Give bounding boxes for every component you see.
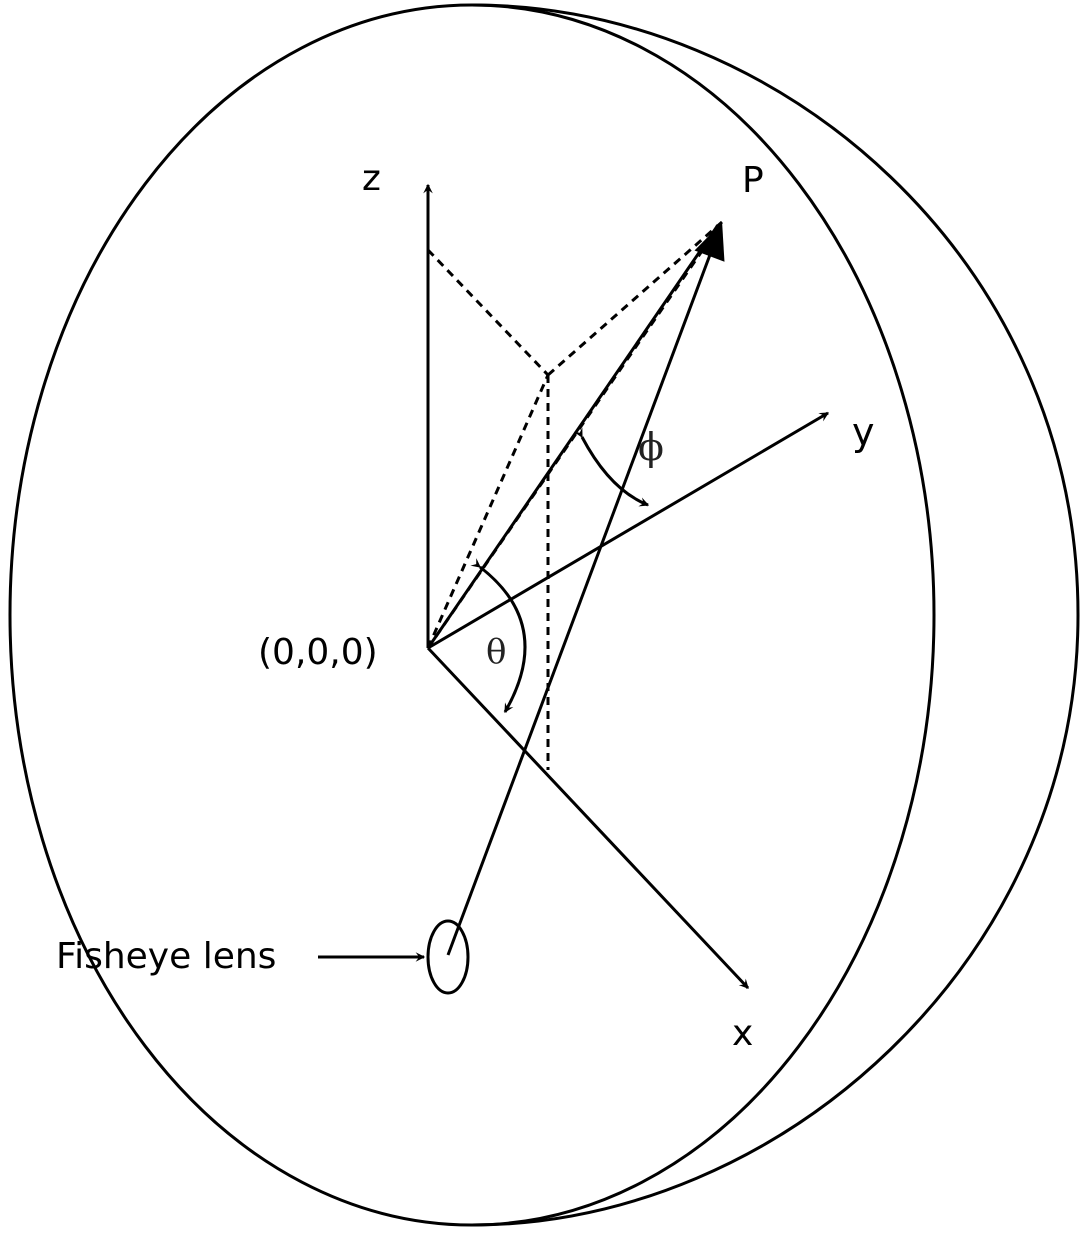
dash-origin-to-corner [426,374,550,649]
axis-x-label: x [732,1013,753,1054]
x-axis [426,646,750,990]
dome-back-edge [471,3,1080,1227]
axis-y-label: y [852,410,875,454]
angle-theta-label: θ [486,632,506,672]
lens-label: Fisheye lens [56,936,276,977]
y-axis [427,411,830,650]
angle-phi-label: ϕ [638,425,664,469]
fisheye-lens [318,919,470,995]
dash-corner-to-p [547,220,723,377]
theta-arc [470,558,527,714]
dash-z-to-corner [426,248,550,377]
coordinate-axes [423,183,830,990]
axis-z-label: z [362,158,381,199]
vector-origin-to-p [426,224,720,649]
projection-lines [426,220,724,770]
hemisphere-dome [8,3,1080,1227]
origin-label: (0,0,0) [258,632,378,673]
point-p-label: P [742,160,764,201]
angle-arcs [470,427,650,714]
labels: z P y ϕ (0,0,0) θ Fisheye lens x [56,158,875,1054]
phi-arc [573,427,650,507]
dome-front-ellipse [8,3,936,1227]
vector-lens-to-p [446,222,725,956]
vectors [426,222,725,956]
lens-ellipse [426,919,470,995]
